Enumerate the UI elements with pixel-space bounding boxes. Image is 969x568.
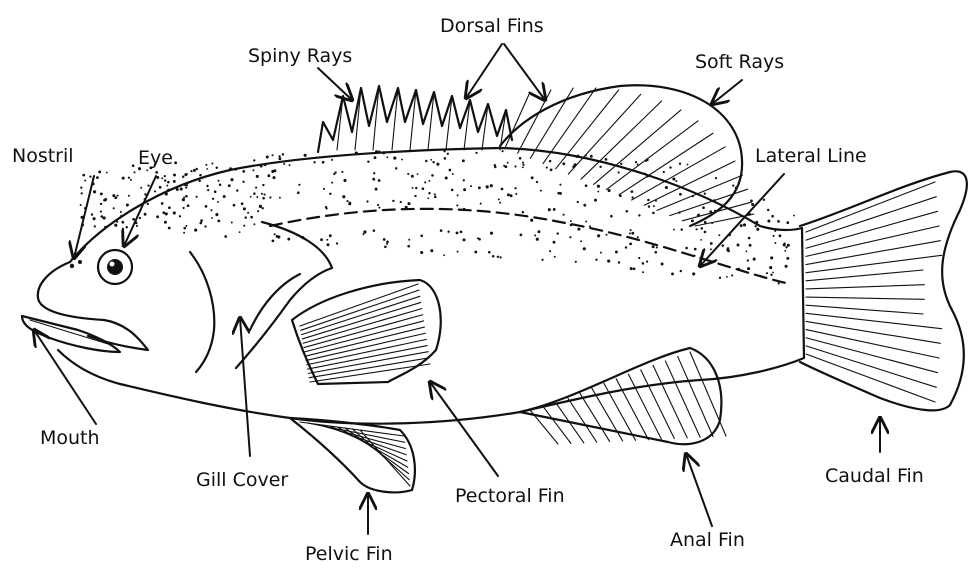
- label-spiny-rays: Spiny Rays: [248, 45, 352, 67]
- label-gill-cover: Gill Cover: [196, 469, 288, 491]
- label-eye: Eye: [138, 147, 173, 169]
- label-dorsal-fins: Dorsal Fins: [440, 15, 544, 37]
- pectoral-fin: [292, 280, 441, 384]
- anal-fin: [520, 348, 726, 444]
- label-nostril: Nostril: [12, 145, 74, 167]
- label-lateral-line: Lateral Line: [755, 145, 867, 167]
- label-soft-rays: Soft Rays: [695, 51, 784, 73]
- pelvic-fin: [290, 418, 415, 492]
- caudal-fin: [800, 171, 967, 410]
- label-anal-fin: Anal Fin: [670, 529, 745, 551]
- label-pelvic-fin: Pelvic Fin: [305, 543, 393, 565]
- label-caudal-fin: Caudal Fin: [825, 465, 924, 487]
- soft-dorsal-fin: [500, 85, 754, 226]
- label-mouth: Mouth: [40, 427, 100, 449]
- label-pectoral-fin: Pectoral Fin: [455, 485, 565, 507]
